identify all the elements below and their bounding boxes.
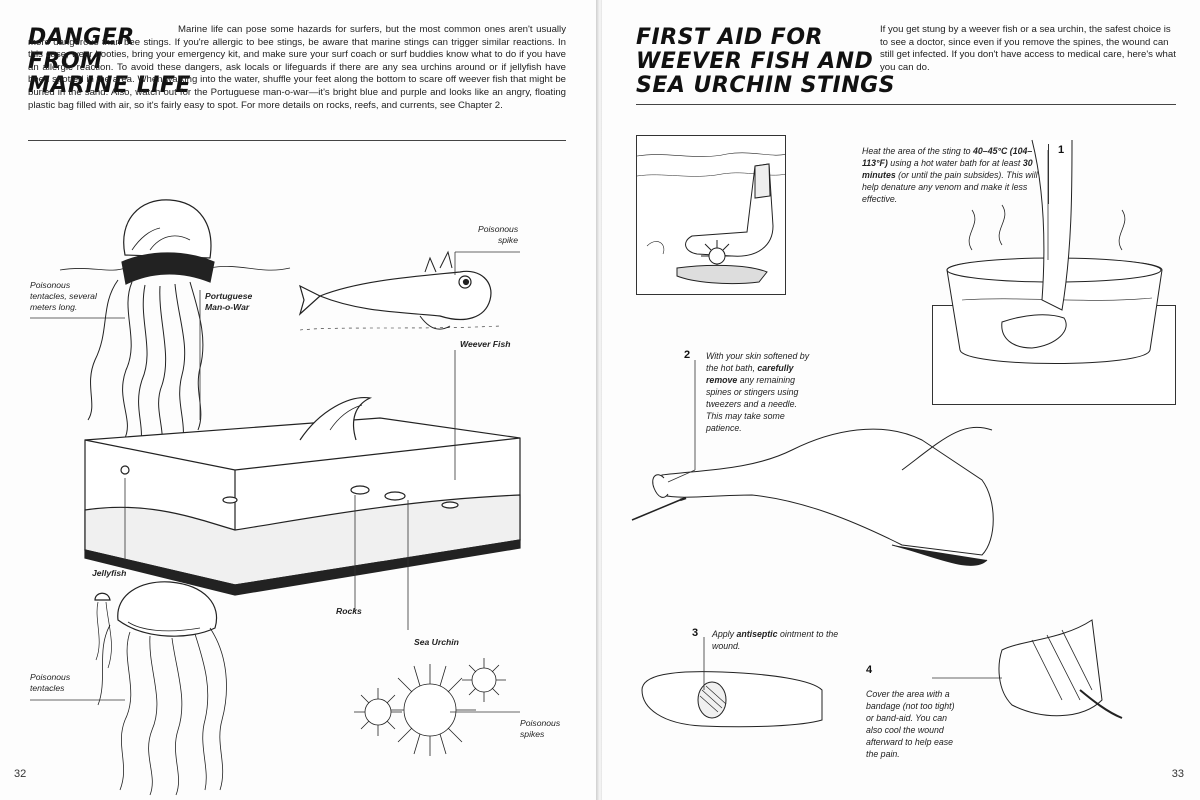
- title-line: FROM: [28, 49, 103, 74]
- left-page: DANGER FROM MARINE LIFE Marine life can …: [0, 0, 598, 800]
- stepping-on-urchin-illustration: [636, 135, 786, 295]
- marine-life-illustration: [30, 199, 521, 796]
- step-4-text: Cover the area with a bandage (not too t…: [866, 689, 955, 759]
- label-line: tentacles, several: [30, 291, 97, 301]
- bandaged-foot: [998, 619, 1103, 717]
- step-text-emphasis: carefully remove: [706, 363, 794, 385]
- step-1-number: 1: [1058, 144, 1065, 156]
- title-line: DANGER: [28, 25, 135, 50]
- book-gutter: [596, 0, 604, 800]
- label-line: Poisonous: [30, 672, 71, 682]
- step-1-text: Heat the area of the sting to 40–45°C (1…: [862, 145, 1042, 205]
- page-number-left: 32: [14, 768, 27, 780]
- title-line: WEEVER FISH AND: [636, 49, 874, 74]
- label-line: Portuguese: [205, 291, 253, 301]
- leg-with-tweezers: [661, 428, 994, 556]
- foot-stepping-drawing: [637, 152, 785, 285]
- label-line: Poisonous: [30, 280, 71, 290]
- label-jellyfish: Jellyfish: [92, 568, 127, 578]
- label-weever-fish: Weever Fish: [460, 339, 511, 349]
- title-line: MARINE LIFE: [28, 73, 191, 98]
- label-line: Man-o-War: [205, 302, 250, 312]
- step-text-emphasis: antiseptic: [736, 629, 778, 639]
- divider: [28, 140, 566, 141]
- label-tentacles-long: Poisonous tentacles, several meters long…: [30, 280, 97, 313]
- label-line: tentacles: [30, 683, 65, 693]
- label-line: Poisonous: [478, 224, 519, 234]
- step-text-part: ointment to the wound.: [712, 629, 839, 651]
- label-line: spikes: [520, 729, 545, 739]
- right-page-title: FIRST AID FOR WEEVER FISH AND SEA URCHIN…: [636, 26, 895, 98]
- step-text-part: using a hot water bath for at least: [887, 158, 1023, 168]
- step-2-number: 2: [684, 349, 691, 361]
- right-page: FIRST AID FOR WEEVER FISH AND SEA URCHIN…: [602, 0, 1200, 800]
- step-text-emphasis: 30 minutes: [862, 158, 1033, 180]
- step-text-part: Heat the area of the sting to: [862, 146, 974, 156]
- step-4-number: 4: [866, 664, 873, 676]
- step-text-part: Apply: [712, 629, 737, 639]
- left-intro-text: Marine life can pose some hazards for su…: [28, 24, 566, 111]
- step-1-bar: [1048, 144, 1049, 204]
- step-3-text: Apply antiseptic ointment to the wound.: [712, 628, 842, 652]
- label-man-o-war: Portuguese Man-o-War: [205, 291, 252, 313]
- label-rocks: Rocks: [336, 606, 362, 616]
- label-poisonous-spike: Poisonous spike: [478, 224, 518, 246]
- title-line: SEA URCHIN STINGS: [636, 73, 896, 98]
- weever-fish: [318, 270, 492, 321]
- sea-urchins: [354, 658, 506, 756]
- right-intro-text: If you get stung by a weever fish or a s…: [880, 24, 1176, 73]
- label-line: meters long.: [30, 302, 78, 312]
- label-line: spike: [497, 235, 518, 245]
- step-text-part: With your skin softened by the hot bath,: [706, 351, 810, 373]
- label-poisonous-tentacles: Poisonous tentacles: [30, 672, 70, 694]
- divider: [636, 104, 1176, 105]
- label-poisonous-spikes: Poisonous spikes: [520, 718, 560, 740]
- step-text-emphasis: 40–45°C (104–113°F): [862, 146, 1033, 168]
- step-2-text: With your skin softened by the hot bath,…: [706, 350, 814, 434]
- jellyfish: [117, 581, 217, 637]
- first-aid-illustrations: [631, 139, 1163, 728]
- left-page-title: DANGER FROM MARINE LIFE: [28, 26, 191, 98]
- step-3-number: 3: [692, 627, 699, 639]
- man-o-war-float: [123, 199, 212, 259]
- page-number-right: 33: [1171, 768, 1184, 780]
- step-text-part: (or until the pain subsides). This will …: [862, 170, 1038, 204]
- label-sea-urchin: Sea Urchin: [414, 637, 459, 647]
- title-line: FIRST AID FOR: [636, 25, 823, 50]
- label-line: Poisonous: [520, 718, 561, 728]
- foot-with-ointment: [641, 671, 823, 728]
- step-text-part: any remaining spines or stingers using t…: [706, 375, 799, 433]
